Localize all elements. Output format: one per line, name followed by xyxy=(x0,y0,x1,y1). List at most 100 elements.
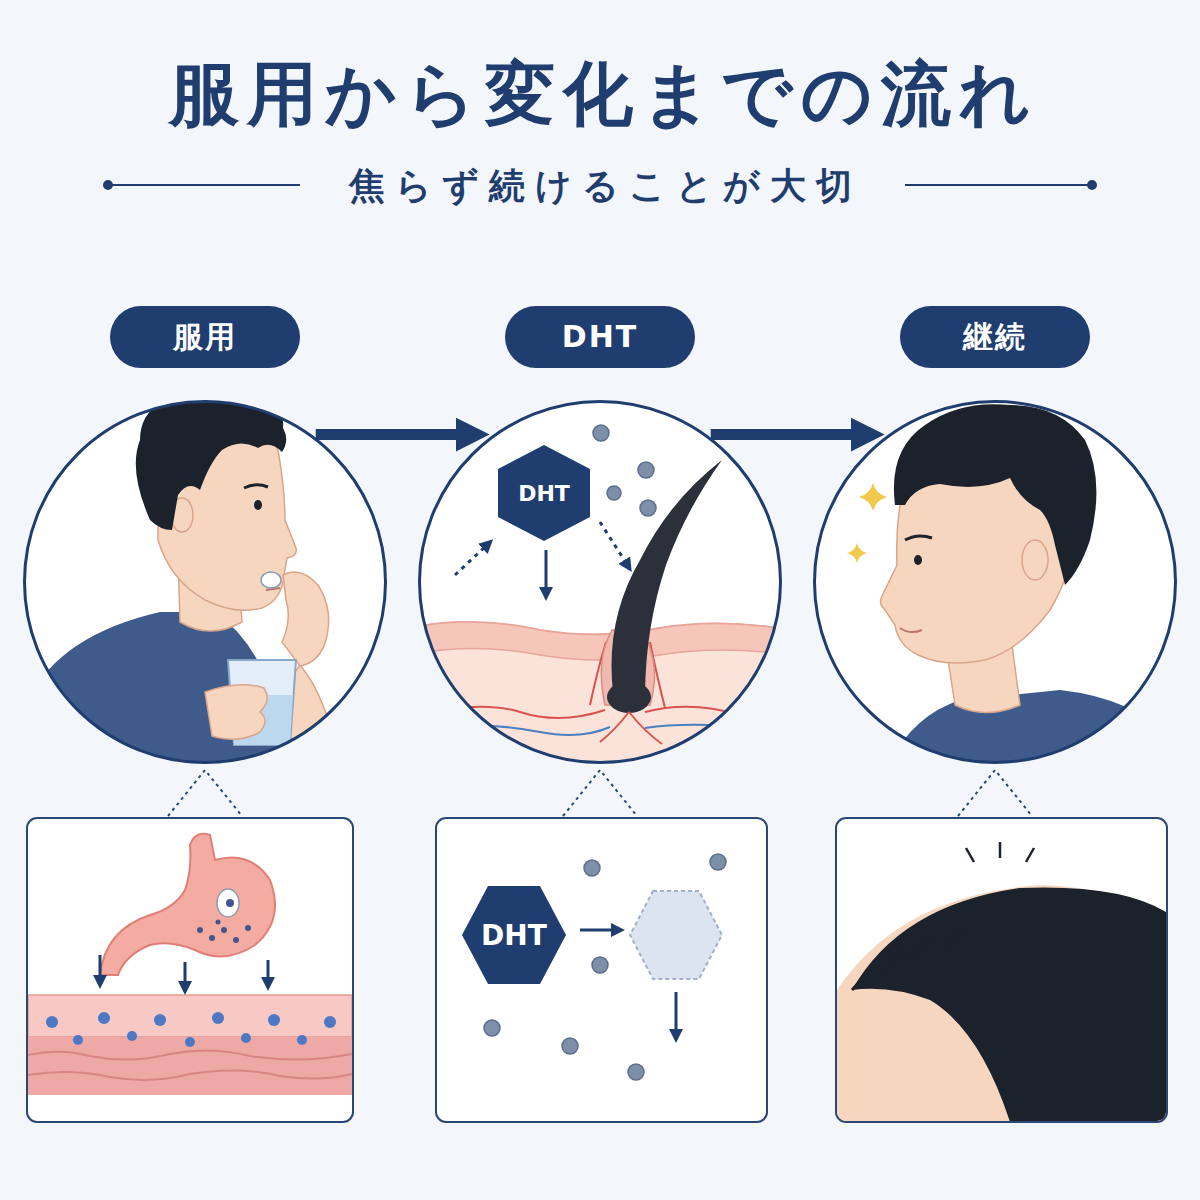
man-smiling xyxy=(880,404,1190,790)
absorption-figure xyxy=(127,1031,137,1041)
stomach xyxy=(233,937,239,943)
leader-line xyxy=(168,770,242,816)
follicle-section xyxy=(612,460,722,692)
dht-hexagon: DHT xyxy=(498,445,590,541)
man-taking-pill xyxy=(282,572,329,666)
absorption-figure xyxy=(28,1050,352,1059)
absorb-arrow xyxy=(100,955,268,988)
node-outline xyxy=(418,400,782,764)
circle-border xyxy=(25,402,386,763)
molecule-dot xyxy=(584,860,600,876)
man-smiling xyxy=(905,536,932,540)
stomach xyxy=(197,927,203,933)
molecule-dot xyxy=(607,486,621,500)
stomach xyxy=(209,935,215,941)
detail-box xyxy=(436,818,767,1122)
absorption-figure xyxy=(212,1012,224,1024)
man-taking-pill xyxy=(261,572,281,588)
sparkle xyxy=(859,483,887,511)
subtitle: 焦らず続けることが大切 xyxy=(339,162,862,208)
reduce-arrow xyxy=(675,992,678,1036)
stomach xyxy=(245,925,251,931)
circle-border xyxy=(815,402,1176,763)
follicle-section xyxy=(410,460,790,790)
detail-box xyxy=(836,818,1167,1122)
flow-arrow-small xyxy=(600,522,628,566)
absorption-figure xyxy=(28,1037,352,1095)
man-taking-pill xyxy=(244,485,268,488)
reduce-arrow xyxy=(580,929,618,932)
molecule-dot xyxy=(628,1064,644,1080)
step-circle: DHTDHT xyxy=(418,400,782,764)
stomach xyxy=(221,927,227,933)
absorption-figure xyxy=(185,1037,195,1047)
absorb-arrow xyxy=(267,960,270,984)
step-circle: 服用 xyxy=(23,400,387,764)
stomach xyxy=(226,899,234,907)
man-smiling xyxy=(914,555,922,565)
follicle-section xyxy=(600,712,629,742)
stomach xyxy=(216,920,221,925)
absorb-arrow xyxy=(99,955,102,982)
molecule-dot xyxy=(562,1038,578,1054)
absorption-figure xyxy=(98,1012,110,1024)
emphasis-mark xyxy=(1026,848,1034,862)
absorption-figure xyxy=(73,1035,83,1045)
stomach xyxy=(100,834,275,975)
emphasis-mark xyxy=(966,842,1034,862)
follicle-section xyxy=(645,725,790,732)
molecule-dot xyxy=(592,957,608,973)
man-taking-pill xyxy=(20,612,300,790)
leader-line xyxy=(563,770,637,816)
molecule-dot xyxy=(593,425,656,516)
title-wrap: 服用から変化までの流れ xyxy=(0,52,1200,136)
man-smiling xyxy=(880,690,1190,790)
absorption-figure xyxy=(268,1014,280,1026)
molecule-dot xyxy=(640,500,656,516)
sparkle xyxy=(847,543,867,563)
molecule-label: DHT xyxy=(518,481,570,506)
detail-box xyxy=(27,818,1167,1122)
follicle-section xyxy=(645,707,790,718)
follicle-section xyxy=(410,622,790,660)
emphasis-mark xyxy=(966,848,974,862)
step-label: 服用 xyxy=(110,306,300,368)
follicle-section xyxy=(420,707,605,718)
man-smiling xyxy=(1022,540,1048,580)
absorption-figure xyxy=(28,1070,352,1079)
emphasis-mark xyxy=(999,842,1002,858)
absorption-figure xyxy=(297,1035,307,1045)
man-taking-pill xyxy=(205,685,267,739)
label-wrap: 焦らず続けることが大切 xyxy=(0,162,1200,208)
molecule-dot xyxy=(638,462,654,478)
faded-molecule xyxy=(630,891,722,979)
flow-arrow xyxy=(711,429,865,440)
absorption-figure xyxy=(28,995,352,1037)
node-outline xyxy=(23,400,387,764)
molecule-label: DHT xyxy=(481,919,547,952)
stomach xyxy=(217,889,239,917)
sparkle xyxy=(847,483,887,563)
hexagon-shape xyxy=(462,886,566,984)
absorption-figure xyxy=(241,1033,251,1043)
hexagon-shape xyxy=(498,445,590,541)
flow-arrow-small xyxy=(455,544,488,575)
follicle-section xyxy=(607,681,651,713)
subtitle-rule xyxy=(905,184,1092,186)
man-taking-pill xyxy=(20,380,345,790)
title: 服用から変化までの流れ xyxy=(161,52,1039,136)
scalp-figure xyxy=(852,926,965,990)
subtitle-rule xyxy=(108,184,300,186)
follicle-section xyxy=(420,725,610,735)
stomach xyxy=(100,834,275,975)
circle-border xyxy=(420,402,781,763)
leader-line xyxy=(958,770,1032,816)
stomach xyxy=(197,920,251,944)
absorption-figure xyxy=(28,995,352,1095)
step-label: DHT xyxy=(505,306,695,368)
follicle-section xyxy=(629,712,662,744)
man-taking-pill xyxy=(254,500,262,510)
absorb-arrow xyxy=(184,962,187,988)
absorption-figure xyxy=(46,1016,58,1028)
